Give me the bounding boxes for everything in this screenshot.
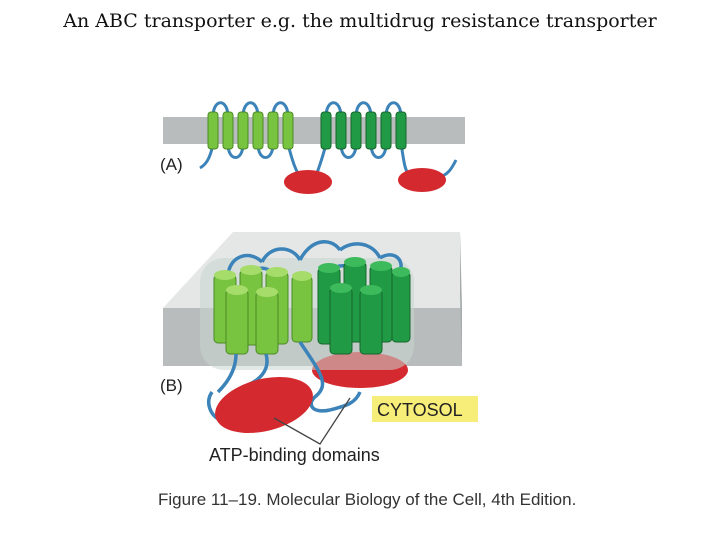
- cytosol-label: CYTOSOL: [377, 400, 463, 420]
- atp-domain-b-front: [215, 377, 313, 433]
- atp-domain-a-1: [284, 170, 332, 194]
- panel-b-structure: (B) CYTOSOL ATP-binding domains: [160, 232, 478, 465]
- atp-domain-a-2: [398, 168, 446, 192]
- panel-a-topology: (A): [160, 101, 465, 194]
- slide-title: An ABC transporter e.g. the multidrug re…: [63, 10, 657, 32]
- helices-b-dark: [317, 257, 411, 355]
- panel-b-label: (B): [160, 376, 183, 395]
- atp-binding-domains-label: ATP-binding domains: [209, 445, 380, 465]
- figure-caption: Figure 11–19. Molecular Biology of the C…: [158, 490, 577, 509]
- atp-pointer-lines: [273, 397, 351, 445]
- helices-a-dark: [320, 111, 407, 150]
- membrane-side-face: [460, 232, 462, 366]
- helices-a-light: [207, 111, 294, 150]
- panel-a-label: (A): [160, 155, 183, 174]
- cytosol-highlight: [372, 396, 478, 422]
